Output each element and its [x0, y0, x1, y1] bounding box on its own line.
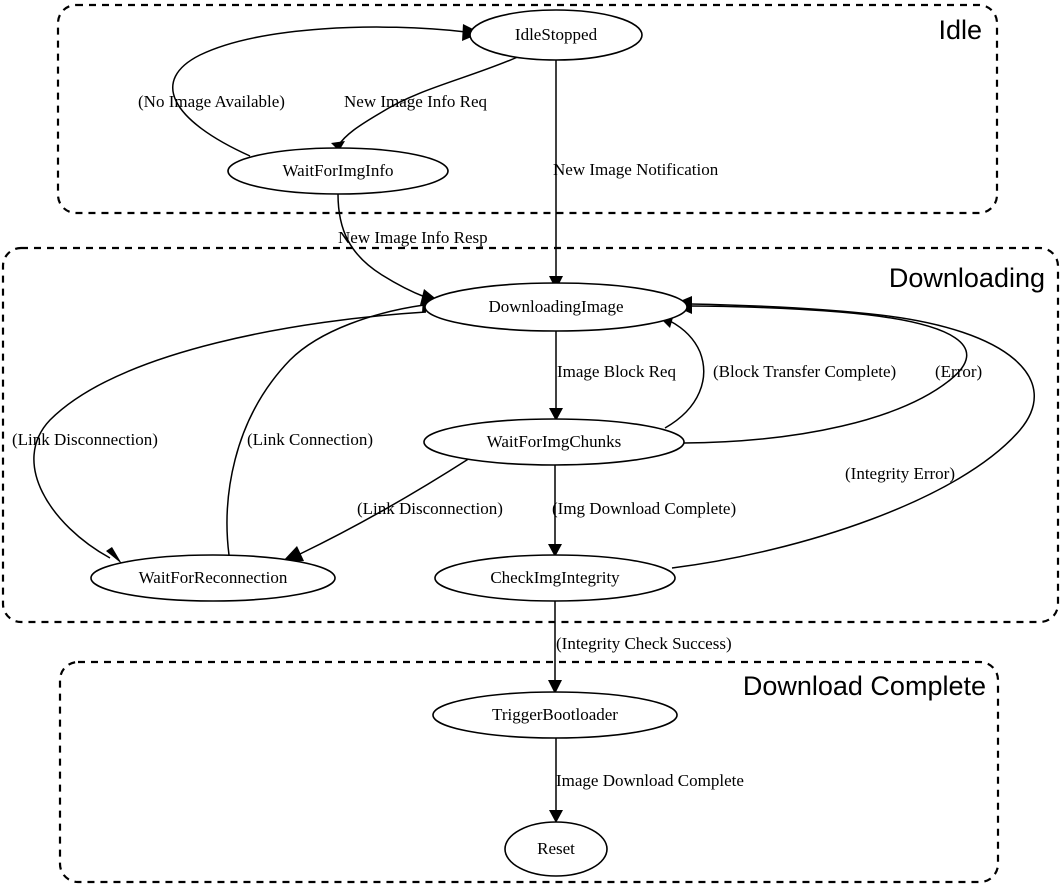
- arrowhead-icon: [548, 544, 562, 557]
- edge-path: [299, 457, 471, 555]
- node-ellipse[interactable]: [469, 9, 643, 61]
- node-checkimgintegrity[interactable]: CheckImgIntegrity: [434, 554, 676, 602]
- arrowhead-icon: [548, 680, 562, 694]
- node-label: WaitForReconnection: [139, 568, 288, 587]
- edge-image-download-complete: Image Download Complete: [549, 738, 744, 823]
- cluster-idle: Idle: [56, 3, 999, 215]
- edge-path: [671, 303, 1035, 569]
- node-triggerbootloader[interactable]: TriggerBootloader: [432, 691, 678, 739]
- node-label: WaitForImgInfo: [283, 161, 394, 180]
- edge-label: (Block Transfer Complete): [713, 362, 896, 381]
- edge-path: [664, 320, 705, 429]
- node-ellipse[interactable]: [504, 821, 608, 877]
- node-downloadingimage[interactable]: DownloadingImage: [424, 282, 688, 332]
- node-waitforreconnection[interactable]: WaitForReconnection: [90, 554, 336, 602]
- edge-integrity-check-success: (Integrity Check Success): [548, 601, 732, 694]
- node-label: TriggerBootloader: [492, 705, 618, 724]
- node-ellipse[interactable]: [424, 282, 688, 332]
- arrowhead-icon: [549, 408, 563, 421]
- edge-new-image-info-req: New Image Info Req: [331, 55, 521, 151]
- node-ellipse[interactable]: [432, 691, 678, 739]
- edge-label: (Integrity Check Success): [556, 634, 732, 653]
- node-label: DownloadingImage: [488, 297, 623, 316]
- cluster-idle-box: [56, 3, 999, 215]
- edge-label: (Link Disconnection): [12, 430, 158, 449]
- cluster-downloading-label: Downloading: [889, 263, 1045, 293]
- arrowhead-icon: [282, 546, 304, 562]
- edge-label: (Link Disconnection): [357, 499, 503, 518]
- arrowhead-icon: [106, 547, 122, 564]
- node-label: CheckImgIntegrity: [490, 568, 620, 587]
- cluster-download-complete: Download Complete: [58, 660, 1000, 884]
- edge-link-disconnection-downloading: (Link Disconnection): [12, 311, 427, 564]
- edge-path: [337, 193, 426, 298]
- edge-path: [33, 311, 427, 559]
- cluster-downloading: Downloading: [1, 246, 1060, 624]
- edge-label: (Integrity Error): [845, 464, 955, 483]
- cluster-download-complete-box: [58, 660, 1000, 884]
- cluster-idle-label: Idle: [938, 15, 982, 45]
- edge-label: (Error): [935, 362, 982, 381]
- cluster-downloading-box: [1, 246, 1060, 624]
- node-waitforimgchunks[interactable]: WaitForImgChunks: [423, 418, 685, 466]
- edge-no-image-available: (No Image Available): [138, 24, 481, 157]
- arrowhead-icon: [549, 810, 563, 823]
- edge-integrity-error: (Integrity Error): [671, 296, 1035, 569]
- node-label: IdleStopped: [515, 25, 598, 44]
- node-idlestopped[interactable]: IdleStopped: [469, 9, 643, 61]
- edge-path: [226, 304, 425, 556]
- edge-label: (Img Download Complete): [552, 499, 736, 518]
- edge-new-image-info-resp: New Image Info Resp: [337, 193, 488, 305]
- edge-link-disconnection-chunks: (Link Disconnection): [282, 457, 503, 562]
- node-ellipse[interactable]: [423, 418, 685, 466]
- node-label: WaitForImgChunks: [487, 432, 622, 451]
- edge-label: (No Image Available): [138, 92, 285, 111]
- edge-path: [683, 305, 968, 444]
- edge-new-image-notification: New Image Notification: [549, 60, 719, 290]
- edge-path: [172, 26, 467, 157]
- edge-img-download-complete: (Img Download Complete): [548, 465, 736, 557]
- edge-label: New Image Info Req: [344, 92, 488, 111]
- node-label: Reset: [537, 839, 575, 858]
- edge-label: Image Block Req: [557, 362, 676, 381]
- node-waitforimginfo[interactable]: WaitForImgInfo: [227, 147, 449, 195]
- node-reset[interactable]: Reset: [504, 821, 608, 877]
- node-ellipse[interactable]: [434, 554, 676, 602]
- edge-label: Image Download Complete: [556, 771, 744, 790]
- edge-label: New Image Notification: [553, 160, 719, 179]
- edge-block-transfer-complete: (Block Transfer Complete): [657, 314, 896, 429]
- edge-label: (Link Connection): [247, 430, 373, 449]
- edge-label: New Image Info Resp: [338, 228, 488, 247]
- edge-path: [337, 55, 521, 147]
- node-ellipse[interactable]: [227, 147, 449, 195]
- node-ellipse[interactable]: [90, 554, 336, 602]
- cluster-download-complete-label: Download Complete: [743, 671, 986, 701]
- edge-image-block-req: Image Block Req: [549, 331, 676, 421]
- arrowhead-icon: [331, 141, 345, 151]
